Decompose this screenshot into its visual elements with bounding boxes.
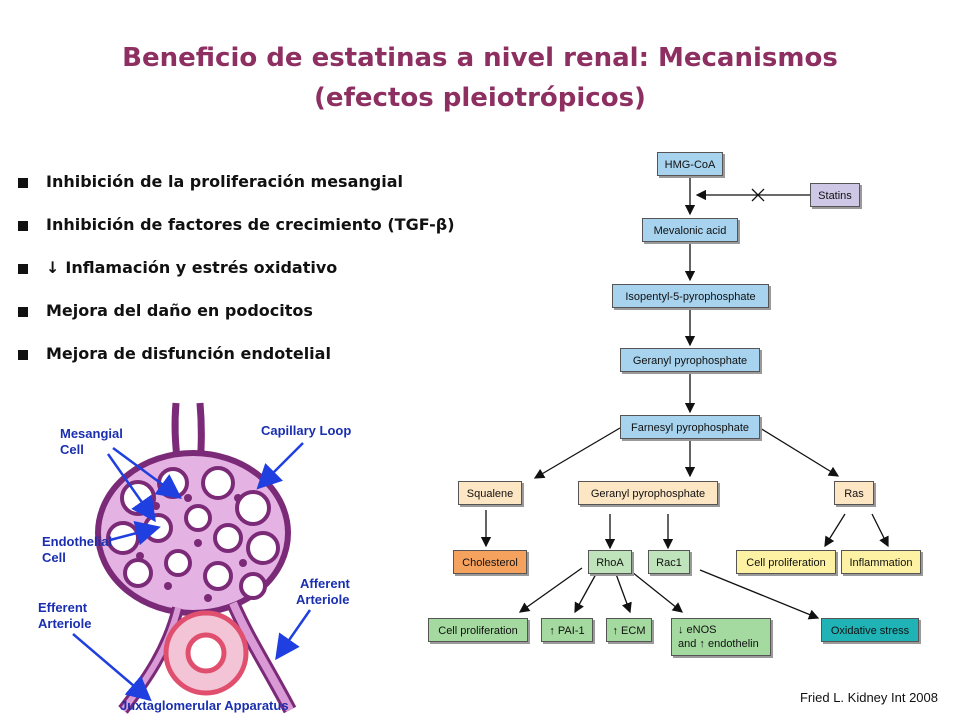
bullet-text: Mejora del daño en podocitos	[46, 301, 313, 320]
node-statins: Statins	[810, 183, 860, 207]
citation-text: Fried L. Kidney Int 2008	[799, 690, 938, 705]
title-line-2: (efectos pleiotrópicos)	[314, 83, 646, 113]
statin-pathway-flowchart: HMG-CoA Statins Mevalonic acid Isopentyl…	[420, 140, 960, 700]
square-bullet-icon	[18, 178, 28, 188]
label-endothelial-line1: Endothelial	[42, 534, 112, 549]
square-bullet-icon	[18, 221, 28, 231]
down-arrow-icon: ↓	[46, 258, 60, 277]
label-efferent-line2: Arteriole	[38, 616, 91, 631]
node-enos-endothelin: ↓ eNOS and ↑ endothelin	[671, 618, 771, 656]
node-squalene: Squalene	[458, 481, 522, 505]
bullet-text: Mejora de disfunción endotelial	[46, 344, 331, 363]
bullet-item: Mejora de disfunción endotelial	[18, 344, 538, 387]
node-geranyl-mid: Geranyl pyrophosphate	[578, 481, 718, 505]
bullet-item: Inhibición de la proliferación mesangial	[18, 172, 538, 215]
bullet-item: ↓ Inflamación y estrés oxidativo	[18, 258, 538, 301]
label-endothelial-line2: Cell	[42, 550, 66, 565]
node-cell-proliferation: Cell proliferation	[428, 618, 528, 642]
node-isopentyl: Isopentyl-5-pyrophosphate	[612, 284, 769, 308]
node-geranyl-top: Geranyl pyrophosphate	[620, 348, 760, 372]
bullet-text: Inhibición de factores de crecimiento (T…	[46, 215, 455, 234]
glomerulus-diagram: Mesangial Cell Capillary Loop Endothelia…	[28, 398, 373, 716]
label-mesangial-line1: Mesangial	[60, 426, 123, 441]
label-efferent-line1: Efferent	[38, 600, 88, 615]
benefit-list: Inhibición de la proliferación mesangial…	[18, 172, 538, 387]
square-bullet-icon	[18, 307, 28, 317]
label-afferent-line2: Arteriole	[296, 592, 349, 607]
bullet-text: Inflamación y estrés oxidativo	[65, 258, 338, 277]
bullet-item: Mejora del daño en podocitos	[18, 301, 538, 344]
title-line-1: Beneficio de estatinas a nivel renal: Me…	[122, 43, 838, 73]
inhibition-x-icon	[751, 188, 765, 202]
node-rac1: Rac1	[648, 550, 690, 574]
label-juxtaglomerular: Juxtaglomerular Apparatus	[120, 698, 289, 713]
node-ecm: ↑ ECM	[606, 618, 652, 642]
label-pointer-arrows	[72, 442, 312, 702]
node-inflammation: Inflammation	[841, 550, 921, 574]
bullet-text: Inhibición de la proliferación mesangial	[46, 172, 403, 191]
enos-line-2: and ↑ endothelin	[678, 638, 759, 650]
node-mevalonic-acid: Mevalonic acid	[642, 218, 738, 242]
label-mesangial-line2: Cell	[60, 442, 84, 457]
node-rhoa: RhoA	[588, 550, 632, 574]
square-bullet-icon	[18, 264, 28, 274]
label-capillary-loop: Capillary Loop	[261, 423, 351, 438]
node-farnesyl: Farnesyl pyrophosphate	[620, 415, 760, 439]
node-oxidative-stress: Oxidative stress	[821, 618, 919, 642]
bullet-item: Inhibición de factores de crecimiento (T…	[18, 215, 538, 258]
label-afferent-line1: Afferent	[300, 576, 351, 591]
pathway-arrows	[480, 176, 889, 620]
enos-line-1: ↓ eNOS	[678, 624, 717, 636]
node-hmg-coa: HMG-CoA	[657, 152, 723, 176]
square-bullet-icon	[18, 350, 28, 360]
node-ras-cell-proliferation: Cell proliferation	[736, 550, 836, 574]
node-ras: Ras	[834, 481, 874, 505]
node-pai1: ↑ PAI-1	[541, 618, 593, 642]
node-cholesterol: Cholesterol	[453, 550, 527, 574]
slide-title: Beneficio de estatinas a nivel renal: Me…	[0, 38, 960, 118]
